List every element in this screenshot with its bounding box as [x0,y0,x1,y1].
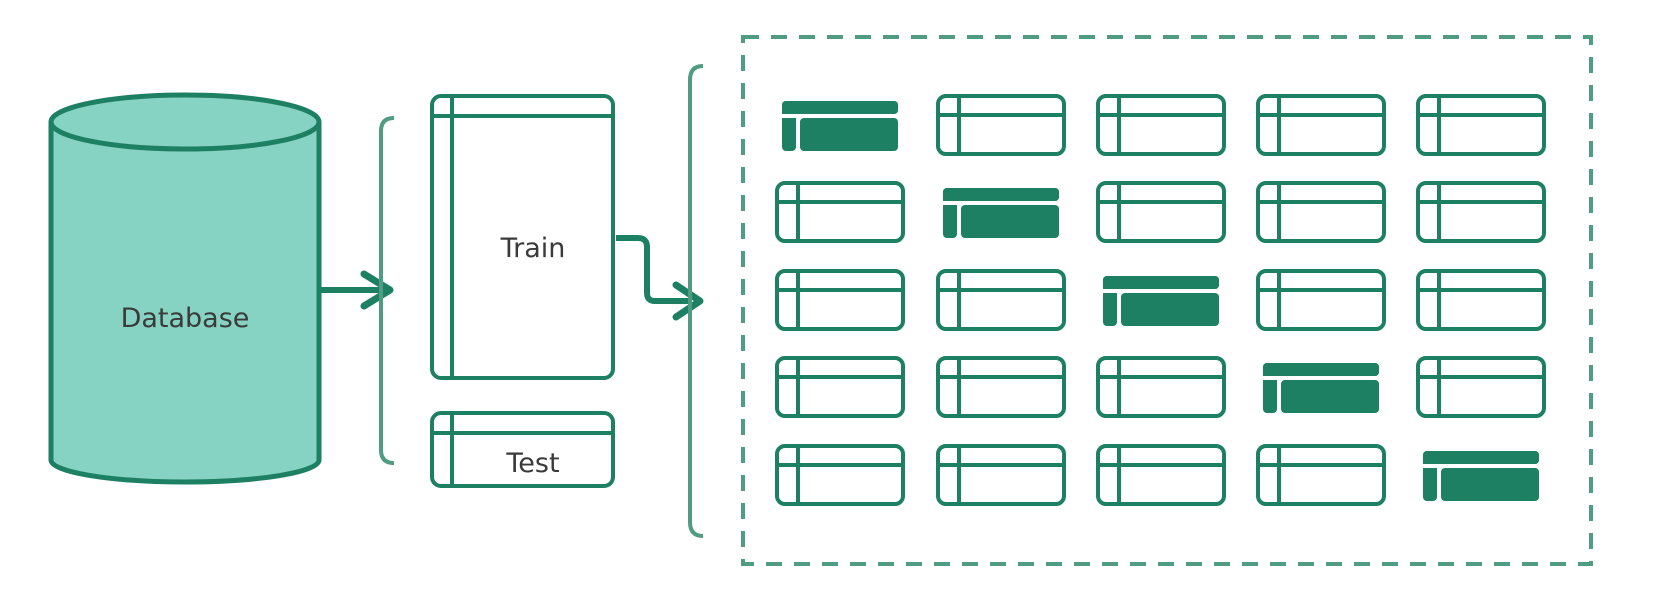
fold-train-block [1256,269,1386,331]
fold-train-block [1416,94,1546,156]
fold-cell-fill [943,188,957,238]
fold-cell-frame [1416,181,1546,243]
fold-train-block [1416,356,1546,418]
fold-train-block [1096,356,1226,418]
fold-grid [775,94,1546,506]
fold-cell-fill [1121,276,1219,289]
fold-cell-frame [1096,94,1226,156]
fold-cell-fill [1423,451,1437,501]
test-table: Test [430,411,615,488]
fold-cell-divider [1423,464,1539,468]
fold-train-block [1416,269,1546,331]
test-label: Test [505,448,559,479]
fold-cell-fill [800,118,898,151]
fold-cell-frame [1256,181,1386,243]
train-label: Train [500,233,566,264]
fold-cell-frame [1416,269,1546,331]
fold-cell-frame [1096,181,1226,243]
fold-cell-divider [957,201,961,238]
fold-train-block [1416,181,1546,243]
fold-cell-fill [1281,363,1379,376]
folds-bracket [688,64,704,538]
fold-cell-frame [1096,356,1226,418]
fold-train-block [1256,94,1386,156]
arrowhead-icon [360,270,394,310]
fold-cell-fill [961,205,1059,238]
fold-train-block [1256,444,1386,506]
test-table-frame [430,411,615,488]
fold-cell-fill [782,101,796,151]
fold-cell-fill [1263,363,1277,413]
fold-cell-fill [961,188,1059,201]
fold-cell-divider [1263,376,1379,380]
arrowhead-icon [672,281,704,321]
fold-cell-divider [1103,289,1219,293]
fold-cell-frame [936,269,1066,331]
fold-train-block [775,444,905,506]
fold-cell-fill [1281,380,1379,413]
fold-test-block [943,188,1059,238]
fold-cell-frame [775,181,905,243]
fold-cell-frame [936,94,1066,156]
folds-container [741,35,1593,566]
fold-train-block [1096,181,1226,243]
fold-cell-frame [1256,269,1386,331]
fold-train-block [1256,181,1386,243]
fold-train-block [775,181,905,243]
fold-train-block [1096,444,1226,506]
arrow-to-split [321,270,394,310]
fold-cell-frame [1096,444,1226,506]
fold-cell-divider [943,201,1059,205]
train-table-frame [430,94,615,380]
fold-cell-frame [775,269,905,331]
fold-train-block [936,444,1066,506]
fold-cell-divider [1117,289,1121,326]
fold-train-block [1096,94,1226,156]
database-cylinder: Database [48,92,322,485]
arrow-to-folds [616,235,704,321]
train-table: Train [430,94,615,380]
fold-cell-divider [1277,376,1281,413]
fold-train-block [936,356,1066,418]
fold-cell-fill [1441,468,1539,501]
fold-cell-frame [775,356,905,418]
fold-cell-fill [800,101,898,114]
fold-cell-frame [775,444,905,506]
fold-cell-frame [936,356,1066,418]
fold-cell-divider [1437,464,1441,501]
fold-test-block [1423,451,1539,501]
fold-cell-frame [1256,94,1386,156]
fold-cell-divider [782,114,898,118]
fold-cell-fill [1121,293,1219,326]
fold-test-block [1103,276,1219,326]
database-label: Database [121,303,250,334]
database-body [48,122,322,485]
fold-train-block [775,356,905,418]
fold-train-block [936,94,1066,156]
fold-cell-frame [936,444,1066,506]
fold-cell-frame [1416,356,1546,418]
fold-cell-fill [1441,451,1539,464]
fold-train-block [936,269,1066,331]
fold-cell-fill [1103,276,1117,326]
fold-train-block [775,269,905,331]
database-top [48,92,322,152]
fold-cell-frame [1416,94,1546,156]
split-bracket [379,116,395,465]
fold-test-block [1263,363,1379,413]
fold-test-block [782,101,898,151]
fold-cell-frame [1256,444,1386,506]
fold-cell-divider [796,114,800,151]
